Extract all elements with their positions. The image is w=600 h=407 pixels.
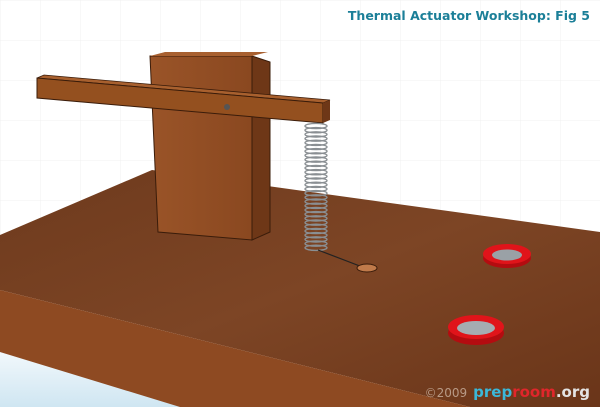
spring-coil <box>304 139 328 147</box>
brand-part2: room <box>512 383 556 401</box>
board-front <box>0 290 470 407</box>
wire <box>317 249 366 269</box>
spring-coil <box>304 240 328 247</box>
spring-coil <box>304 244 328 252</box>
ring-upper <box>483 244 531 268</box>
spring-coil <box>304 223 328 231</box>
spring-coil <box>304 131 328 138</box>
brand-part3: .org <box>555 383 590 401</box>
brand-part1: prep <box>473 383 513 401</box>
ring-lower <box>448 315 504 345</box>
spring-coil <box>304 202 328 210</box>
upright-block-top <box>150 52 268 56</box>
credit: ©2009 preproom.org <box>425 383 590 401</box>
spring-coil <box>304 215 328 222</box>
pivot-pin <box>224 104 230 110</box>
spring-coil <box>304 219 328 226</box>
spring-coil <box>304 189 328 197</box>
spring-coil <box>304 210 328 218</box>
spring-coil <box>304 152 328 159</box>
spring-coil <box>304 122 328 130</box>
spring-coil <box>304 160 328 168</box>
spring-coil <box>304 156 328 163</box>
copyright: ©2009 <box>424 386 468 400</box>
upright-block-side <box>251 55 271 241</box>
spring-coil <box>304 227 328 235</box>
spring-coil <box>304 173 328 180</box>
spring-coil <box>304 236 328 243</box>
upright-block-front <box>149 55 253 241</box>
spring-coil <box>304 126 328 134</box>
spring-coil <box>304 231 328 239</box>
spring-coil <box>304 194 328 201</box>
brand-logo: preproom.org <box>473 383 590 401</box>
spring-coil <box>304 168 328 176</box>
spring-coil <box>304 164 328 172</box>
spring-coil <box>304 147 328 155</box>
spring-coil <box>304 177 328 184</box>
spring-coil <box>304 135 328 142</box>
spring-coil <box>304 143 328 151</box>
beam-end <box>323 100 330 123</box>
small-hole <box>356 263 378 273</box>
figure-title: Thermal Actuator Workshop: Fig 5 <box>347 8 590 23</box>
spring-coil <box>304 206 328 214</box>
spring-coil <box>304 198 328 205</box>
spring-coil <box>304 185 328 193</box>
spring <box>304 122 328 252</box>
spring-coil <box>304 181 328 189</box>
board-top <box>0 170 600 407</box>
